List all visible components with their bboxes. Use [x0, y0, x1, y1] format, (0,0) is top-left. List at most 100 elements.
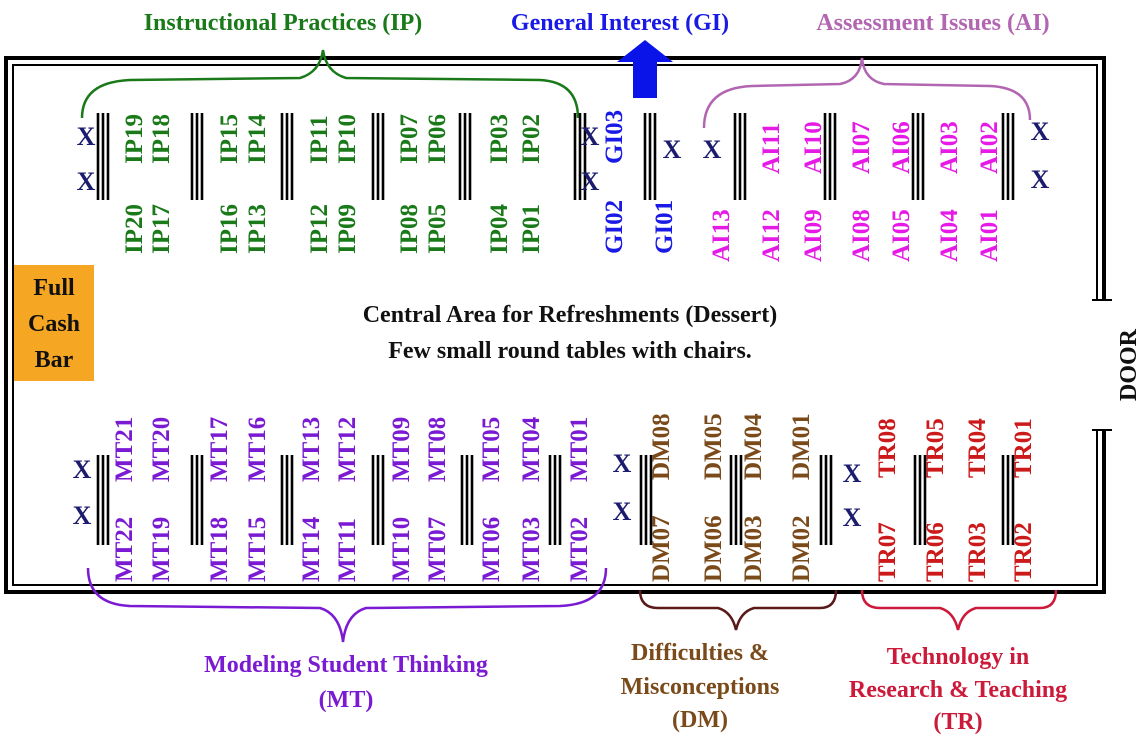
- poster-label-dm: DM08: [648, 413, 675, 480]
- poster-label-ip: IP06: [424, 114, 451, 164]
- poster-label-dm: DM06: [700, 515, 727, 582]
- poster-label-ip: IP13: [244, 204, 271, 254]
- ip-board: [573, 113, 587, 200]
- poster-label-tr: TR08: [874, 418, 901, 478]
- seat-x-marker: X: [703, 135, 722, 164]
- poster-label-ai: AI10: [800, 121, 827, 174]
- poster-label-ip: IP04: [486, 204, 513, 255]
- poster-label-mt: MT18: [206, 517, 233, 582]
- ip-title: Instructional Practices (IP): [144, 10, 423, 36]
- cash-bar-line3: Bar: [35, 347, 74, 373]
- ai-title: Assessment Issues (AI): [816, 10, 1049, 36]
- poster-label-mt: MT04: [518, 416, 545, 482]
- poster-boards: [96, 113, 1015, 545]
- gi-title: General Interest (GI): [511, 10, 729, 36]
- poster-label-ai: AI13: [708, 209, 735, 262]
- door-label: DOOR: [1116, 328, 1142, 401]
- poster-label-ip: IP01: [518, 204, 545, 254]
- poster-label-mt: MT03: [518, 517, 545, 582]
- poster-label-ai: AI09: [800, 209, 827, 262]
- poster-label-ai: AI03: [936, 121, 963, 174]
- ip-board: [190, 113, 204, 200]
- center-line1: Central Area for Refreshments (Dessert): [363, 302, 778, 328]
- poster-label-mt: MT17: [206, 417, 233, 482]
- seat-x-marker: X: [1031, 165, 1050, 194]
- poster-label-ip: IP15: [216, 114, 243, 164]
- poster-label-mt: MT07: [424, 517, 451, 582]
- cash-bar-line2: Cash: [28, 311, 80, 337]
- poster-label-ip: IP16: [216, 204, 243, 254]
- poster-label-mt: MT14: [298, 516, 325, 582]
- poster-label-ai: AI07: [848, 121, 875, 174]
- poster-label-mt: MT09: [388, 417, 415, 482]
- dm-title-line2: Misconceptions: [621, 674, 780, 700]
- ai-brace: [702, 57, 1032, 129]
- poster-label-mt: MT01: [566, 417, 593, 482]
- poster-label-mt: MT08: [424, 417, 451, 482]
- gi-arrow-icon: [617, 40, 673, 98]
- mt-board: [460, 455, 474, 545]
- poster-label-tr: TR07: [874, 522, 901, 582]
- center-line2: Few small round tables with chairs.: [388, 338, 752, 364]
- poster-label-mt: MT05: [478, 417, 505, 482]
- poster-label-ip: IP11: [306, 115, 333, 164]
- poster-label-ip: IP07: [396, 114, 423, 164]
- poster-label-ai: AI11: [758, 123, 785, 174]
- tr-title-line1: Technology in: [887, 644, 1030, 670]
- seat-x-marker: X: [581, 167, 600, 196]
- gi-board: [643, 113, 657, 200]
- poster-label-ai: AI06: [888, 121, 915, 174]
- poster-label-ip: IP19: [121, 114, 148, 164]
- poster-label-dm: DM07: [648, 515, 675, 582]
- poster-label-ai: AI08: [848, 209, 875, 262]
- poster-label-tr: TR03: [964, 522, 991, 582]
- seat-x-marker: X: [663, 135, 682, 164]
- ip-board: [96, 113, 110, 200]
- poster-label-dm: DM03: [740, 515, 767, 582]
- seat-x-marker: X: [843, 503, 862, 532]
- seat-x-marker: X: [77, 122, 96, 151]
- tr-brace: [860, 589, 1058, 631]
- mt-title-line1: Modeling Student Thinking: [204, 652, 488, 678]
- dm-brace: [638, 589, 838, 631]
- dm-title-line3: (DM): [672, 707, 728, 733]
- poster-label-mt: MT22: [111, 517, 138, 582]
- ai-board: [1001, 113, 1015, 200]
- poster-label-ip: IP18: [148, 114, 175, 164]
- poster-label-mt: MT11: [334, 518, 361, 582]
- poster-label-mt: MT06: [478, 517, 505, 582]
- seat-x-marker: X: [581, 122, 600, 151]
- mt-board: [371, 455, 385, 545]
- poster-label-ip: IP05: [424, 204, 451, 254]
- poster-label-ip: IP10: [334, 114, 361, 164]
- poster-label-ip: IP09: [334, 204, 361, 254]
- ai-board: [823, 113, 837, 200]
- poster-label-tr: TR01: [1010, 418, 1037, 478]
- cash-bar-line1: Full: [33, 275, 75, 301]
- poster-label-tr: TR06: [922, 522, 949, 582]
- seat-x-marker: X: [73, 501, 92, 530]
- tr-board: [913, 455, 927, 545]
- poster-label-mt: MT10: [388, 517, 415, 582]
- poster-label-ip: IP14: [244, 114, 271, 165]
- poster-label-gi: GI02: [601, 200, 628, 254]
- tr-board: [1001, 455, 1015, 545]
- poster-label-tr: TR02: [1010, 522, 1037, 582]
- poster-label-mt: MT16: [244, 417, 271, 482]
- mt-board: [96, 455, 110, 545]
- mt-board: [548, 455, 562, 545]
- poster-label-ai: AI02: [976, 121, 1003, 174]
- poster-label-ai: AI01: [976, 209, 1003, 262]
- mt-title-line2: (MT): [319, 687, 374, 713]
- poster-label-mt: MT13: [298, 417, 325, 482]
- seat-x-marker: X: [73, 455, 92, 484]
- tr-title-line2: Research & Teaching: [849, 677, 1067, 703]
- mt-brace: [86, 567, 608, 643]
- poster-label-gi: GI01: [651, 200, 678, 254]
- seat-x-marker: X: [1031, 117, 1050, 146]
- poster-label-ai: AI04: [936, 209, 963, 262]
- ip-board: [458, 113, 472, 200]
- seat-x-marker: X: [613, 497, 632, 526]
